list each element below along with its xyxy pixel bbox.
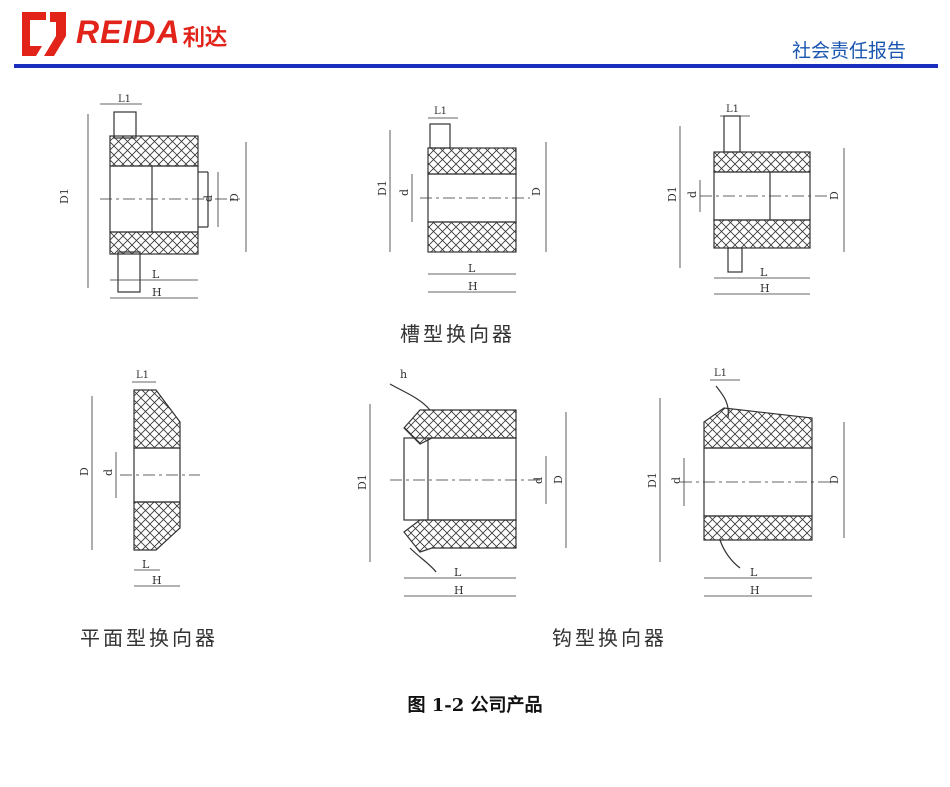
dim-H: H <box>750 584 760 597</box>
dim-h: h <box>400 368 407 381</box>
label-hook-commutator: 钩型换向器 <box>552 626 667 650</box>
dim-H: H <box>468 280 478 293</box>
dim-L: L <box>142 558 150 571</box>
brand-name-en: REIDA <box>76 14 181 50</box>
commutator-drawings: D1 D d L1 L H D1 d D L1 L H D1 d <box>60 94 845 597</box>
dim-L: L <box>468 262 476 275</box>
dim-D: D <box>530 187 543 196</box>
header-divider <box>14 64 938 68</box>
drawing-flange-commutator <box>87 103 247 299</box>
dim-L1: L1 <box>434 106 447 117</box>
label-flat-commutator: 平面型换向器 <box>80 626 218 650</box>
dim-H: H <box>152 574 162 587</box>
dim-D: D <box>552 475 565 484</box>
dim-D1: D1 <box>376 180 389 196</box>
drawing-hook-commutator-2 <box>659 379 845 597</box>
drawing-hook-commutator-1 <box>369 383 567 597</box>
dim-D1: D1 <box>356 474 369 490</box>
dim-d: d <box>102 469 115 476</box>
dim-L: L <box>152 268 160 281</box>
dim-D: D <box>228 193 241 202</box>
label-groove-commutator: 槽型换向器 <box>400 322 515 346</box>
dim-H: H <box>760 282 770 295</box>
dim-d: d <box>532 477 545 484</box>
dim-D1: D1 <box>646 472 659 488</box>
dim-d: d <box>202 195 215 202</box>
dim-L1: L1 <box>136 370 149 381</box>
drawing-groove-commutator <box>389 117 547 293</box>
dim-L1: L1 <box>714 368 727 379</box>
reida-logo-icon <box>22 12 66 56</box>
dim-H: H <box>152 286 162 299</box>
dim-D: D <box>828 191 841 200</box>
page-header: REIDA 利达 社会责任报告 <box>0 0 950 72</box>
dim-L: L <box>454 566 462 579</box>
dim-D1: D1 <box>60 188 71 204</box>
dim-L: L <box>760 266 768 279</box>
reida-logo <box>16 6 72 60</box>
dim-D1: D1 <box>666 186 679 202</box>
dim-d: d <box>398 189 411 196</box>
dim-H: H <box>454 584 464 597</box>
dim-d: d <box>670 477 683 484</box>
dim-L: L <box>750 566 758 579</box>
dim-L1: L1 <box>726 104 739 115</box>
dim-D: D <box>828 475 841 484</box>
brand-name-cn: 利达 <box>183 26 228 51</box>
report-title: 社会责任报告 <box>791 40 906 62</box>
dim-D: D <box>78 467 91 476</box>
dim-L1: L1 <box>118 94 131 105</box>
dim-d: d <box>686 191 699 198</box>
drawing-flat-commutator <box>91 381 200 587</box>
drawing-step-commutator <box>679 115 845 295</box>
figure-caption: 图 1-2 公司产品 <box>407 695 543 716</box>
